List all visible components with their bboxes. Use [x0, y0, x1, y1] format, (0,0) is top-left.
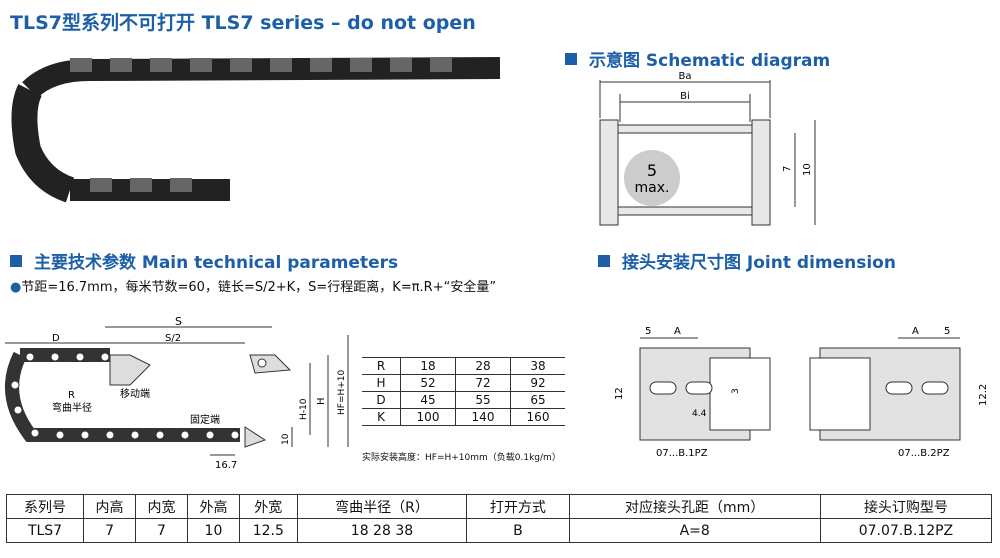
fixed-end-label: 固定端 [190, 413, 220, 426]
five-left-label: 5 [645, 326, 651, 337]
chain-photo [11, 57, 501, 203]
h-label: H [316, 397, 327, 405]
three-label: 3 [731, 388, 741, 394]
section-params: 主要技术参数 Main technical parameters [10, 248, 398, 273]
h12-label: 12 [614, 387, 625, 400]
d-label: D [52, 333, 60, 344]
page-title: TLS7型系列不可打开 TLS7 series – do not open [10, 12, 476, 34]
pz1-label: 07...B.1PZ [656, 448, 708, 459]
section-schematic: 示意图 Schematic diagram [565, 46, 830, 71]
h7-label: 7 [782, 166, 793, 172]
max-label: max. [635, 180, 670, 196]
install-note: 实际安装高度：HF=H+10mm（负载0.1kg/m） [362, 453, 561, 463]
five-right-label: 5 [944, 326, 950, 337]
moving-end-label: 移动端 [120, 387, 150, 400]
param-line: ●节距=16.7mm，每米节数=60，链长=S/2+K，S=行程距离，K=π.R… [10, 280, 497, 295]
max-number: 5 [647, 161, 657, 180]
schematic-diagram: Ba Bi 7 10 5 max. [599, 71, 816, 226]
hm10-label: H-10 [299, 398, 309, 420]
ba-label: Ba [679, 71, 692, 82]
radius-label: 弯曲半径 [52, 401, 92, 414]
section-joint: 接头安装尺寸图 Joint dimension [598, 248, 896, 273]
four4-label: 4.4 [692, 409, 707, 419]
h10-side-label: 10 [281, 433, 291, 445]
a-right-label: A [912, 326, 919, 337]
bi-label: Bi [680, 91, 690, 102]
pitch-label: 16.7 [215, 460, 237, 471]
a-left-label: A [674, 326, 681, 337]
h122-label: 12.2 [978, 384, 989, 406]
h10-label: 10 [802, 163, 813, 176]
s2-label: S/2 [165, 333, 181, 344]
s-label: S [175, 315, 182, 328]
side-view-diagram: S S/2 D R 弯曲半径 移动端 固定端 16.7 10 H-10 H HF… [5, 315, 349, 471]
joint-diagram: 5 A A 5 12 12.2 3 4.4 07...B.1PZ 07...B.… [614, 326, 989, 459]
hf-label: HF=H+10 [337, 369, 347, 415]
spec-table: 系列号内高内宽 外高外宽弯曲半径（R） 打开方式对应接头孔距（mm）接头订购型号… [5, 494, 993, 543]
spec-header-row: 系列号内高内宽 外高外宽弯曲半径（R） 打开方式对应接头孔距（mm）接头订购型号 [5, 494, 993, 519]
r-label: R [68, 390, 75, 401]
pz2-label: 07...B.2PZ [898, 448, 950, 459]
